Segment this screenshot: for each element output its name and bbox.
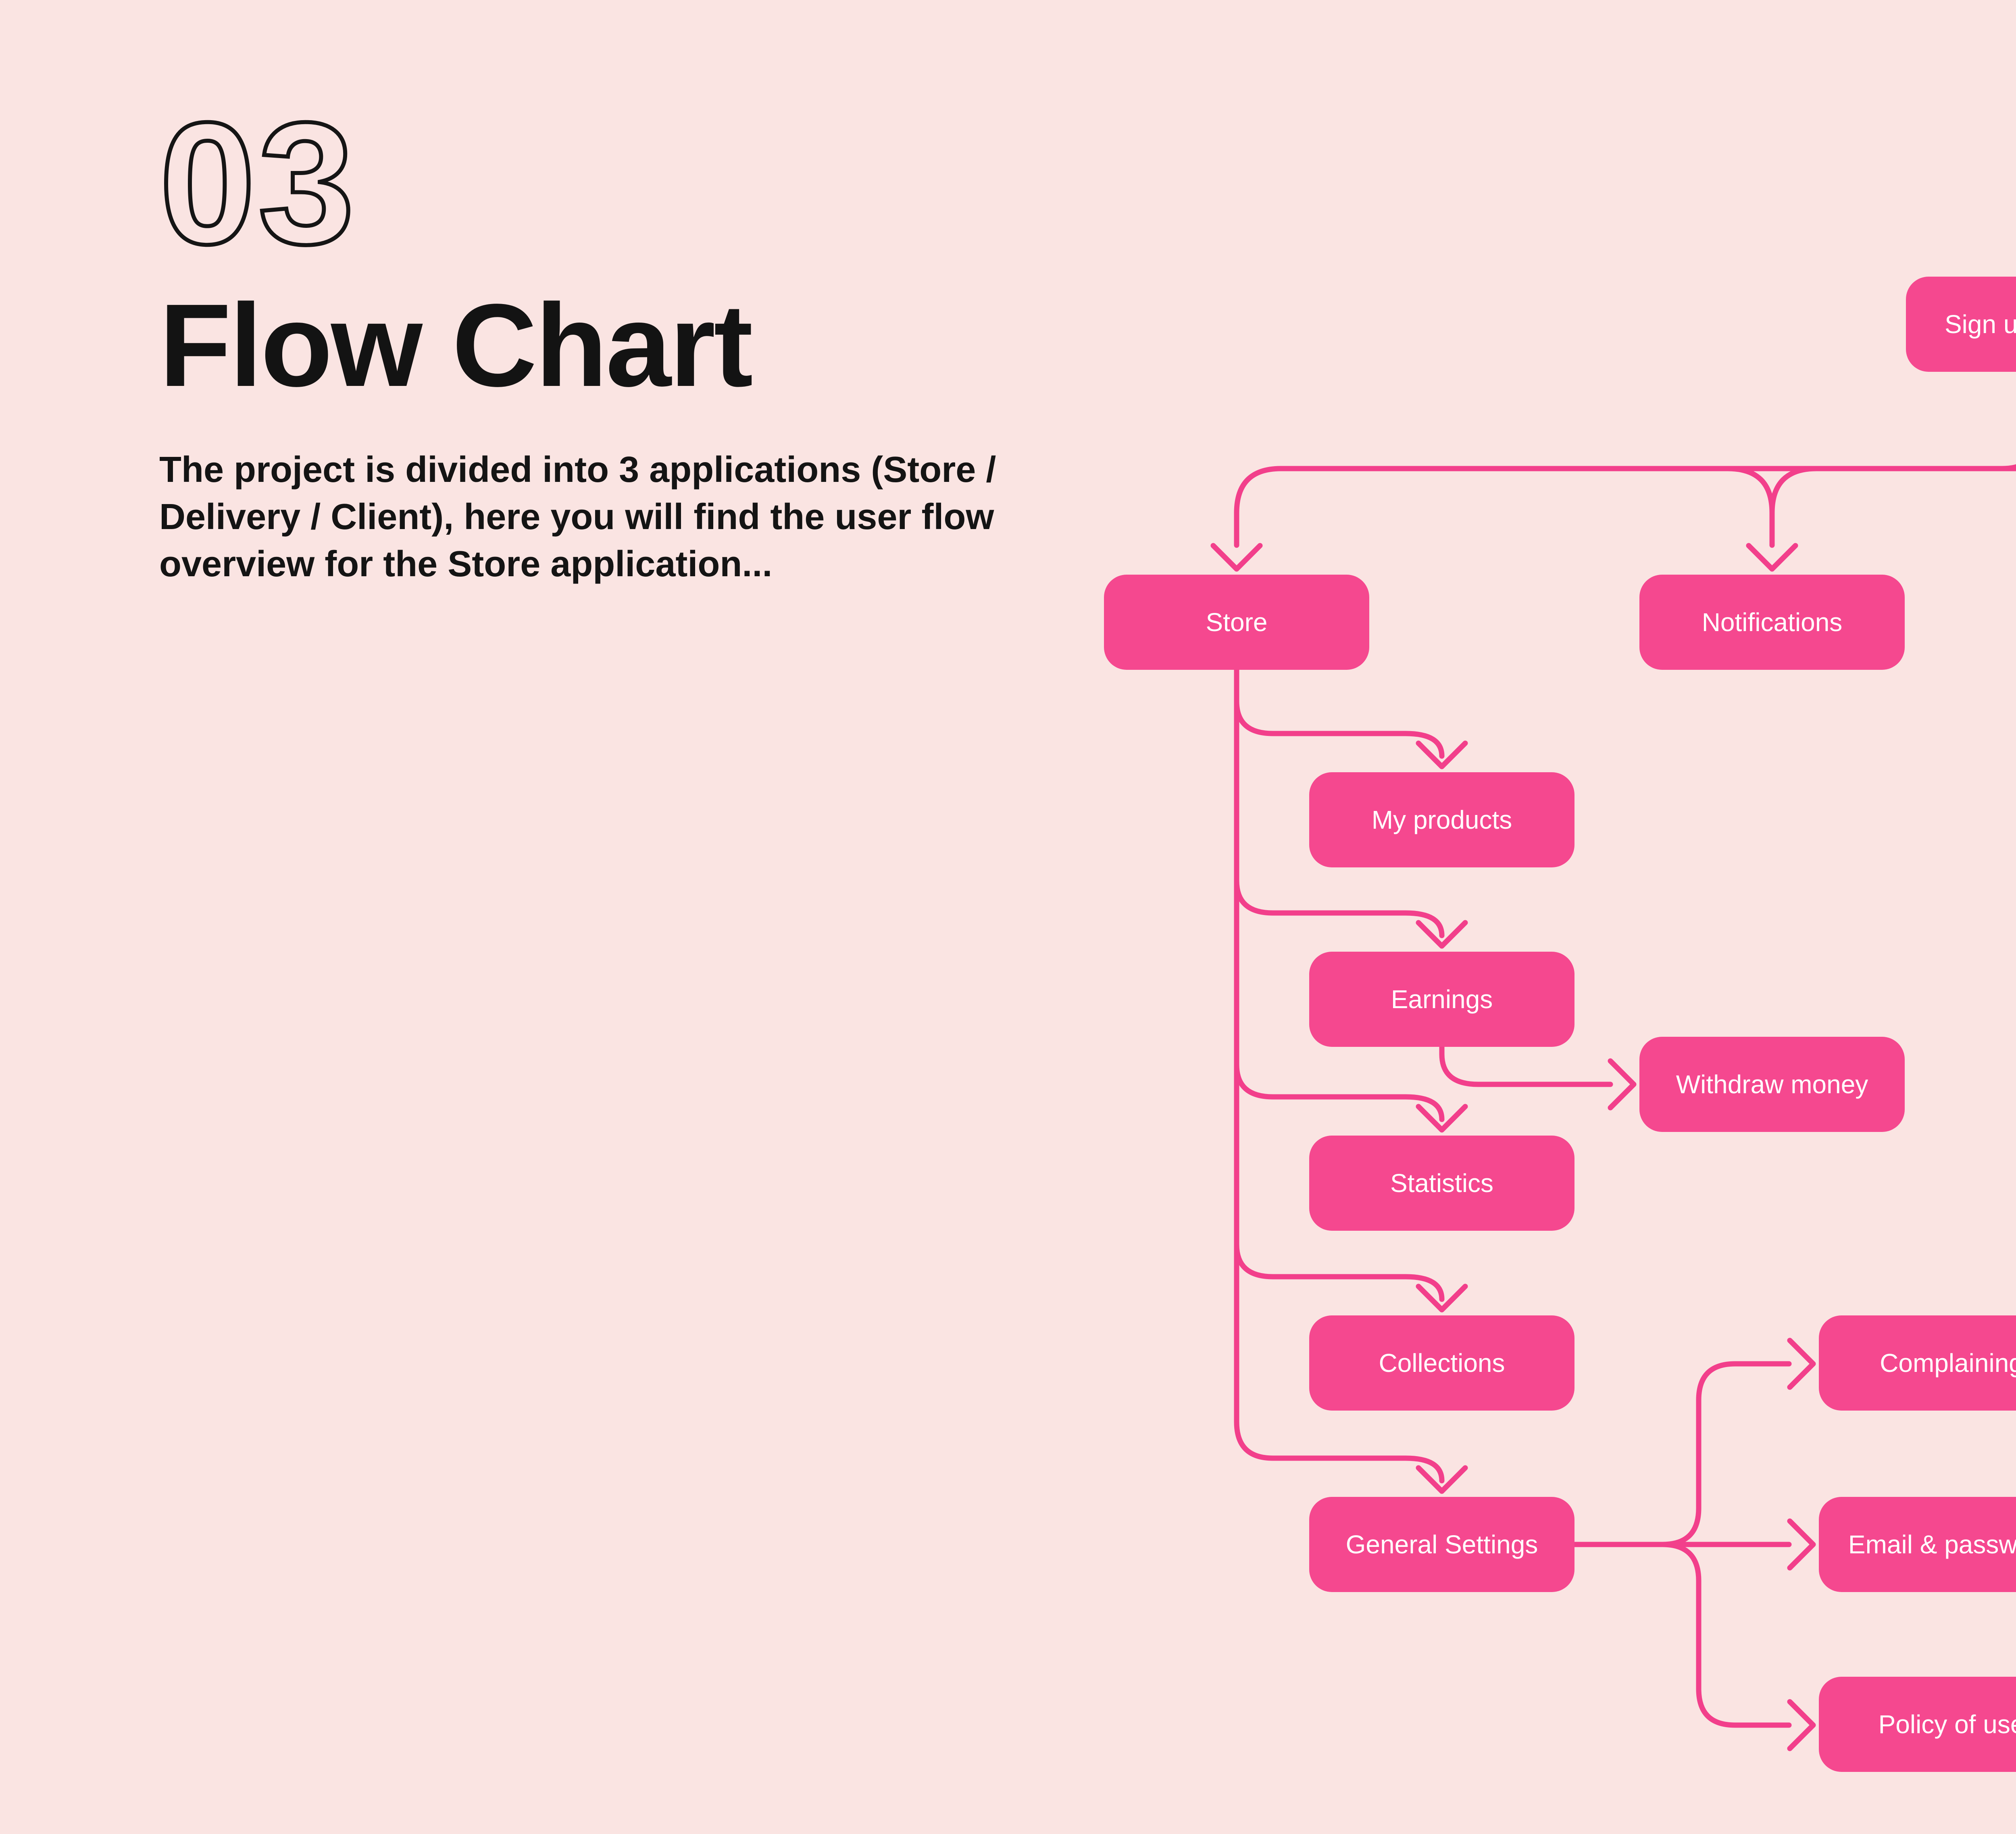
header-block: 03 Flow Chart The project is divided int… (157, 87, 1087, 588)
flow-node-my-products: My products (1309, 772, 1574, 867)
edge-branch-earnings (1234, 878, 1445, 938)
arrowhead-into-collections (1416, 1284, 1468, 1313)
arrowhead-into-statistics-store (1416, 1104, 1468, 1133)
arrowhead-into-withdraw-money (1608, 1058, 1637, 1111)
page-title: Flow Chart (159, 279, 753, 411)
arrowhead-into-notifications (1746, 543, 1798, 572)
flow-node-statistics-store: Statistics (1309, 1136, 1574, 1231)
flow-node-store: Store (1104, 575, 1369, 670)
arrowhead-into-policy-of-use (1787, 1699, 1816, 1751)
edge-notifications-flare (1769, 466, 1819, 516)
edge-top-rail (1234, 466, 2016, 548)
arrowhead-into-earnings (1416, 920, 1468, 949)
flow-node-signup: Sign up / Sign in (1906, 277, 2016, 372)
flow-node-withdraw-money: Withdraw money (1639, 1037, 1905, 1132)
edge-signup-flare-left (1999, 464, 2016, 471)
arrowhead-into-email-password (1787, 1518, 1816, 1571)
edge-branch-collections (1234, 1242, 1445, 1302)
flow-node-general-settings: General Settings (1309, 1497, 1574, 1592)
edge-settings-complaining (1660, 1361, 1792, 1547)
edge-notifications-drop (1725, 466, 1775, 548)
flow-node-complaining: Complaining (1819, 1315, 2016, 1411)
flow-node-earnings: Earnings (1309, 952, 1574, 1047)
edge-branch-statistics (1234, 1062, 1445, 1122)
arrowhead-into-complaining (1787, 1338, 1816, 1390)
edge-earnings-withdraw (1439, 1044, 1613, 1087)
arrowhead-into-store (1210, 543, 1263, 572)
edge-store-spine-to-general-settings (1234, 667, 1445, 1484)
page-description: The project is divided into 3 applicatio… (159, 450, 996, 584)
section-number: 03 (157, 87, 357, 280)
arrowhead-into-general-settings (1416, 1465, 1468, 1494)
flow-node-email-password: Email & password (1819, 1497, 2016, 1592)
edge-branch-my-products (1234, 698, 1445, 759)
flow-node-collections: Collections (1309, 1315, 1574, 1411)
flow-node-policy-of-use: Policy of use (1819, 1677, 2016, 1772)
flow-node-notifications: Notifications (1639, 575, 1905, 670)
edge-settings-policy (1660, 1542, 1792, 1728)
arrowhead-into-my-products (1416, 740, 1468, 769)
